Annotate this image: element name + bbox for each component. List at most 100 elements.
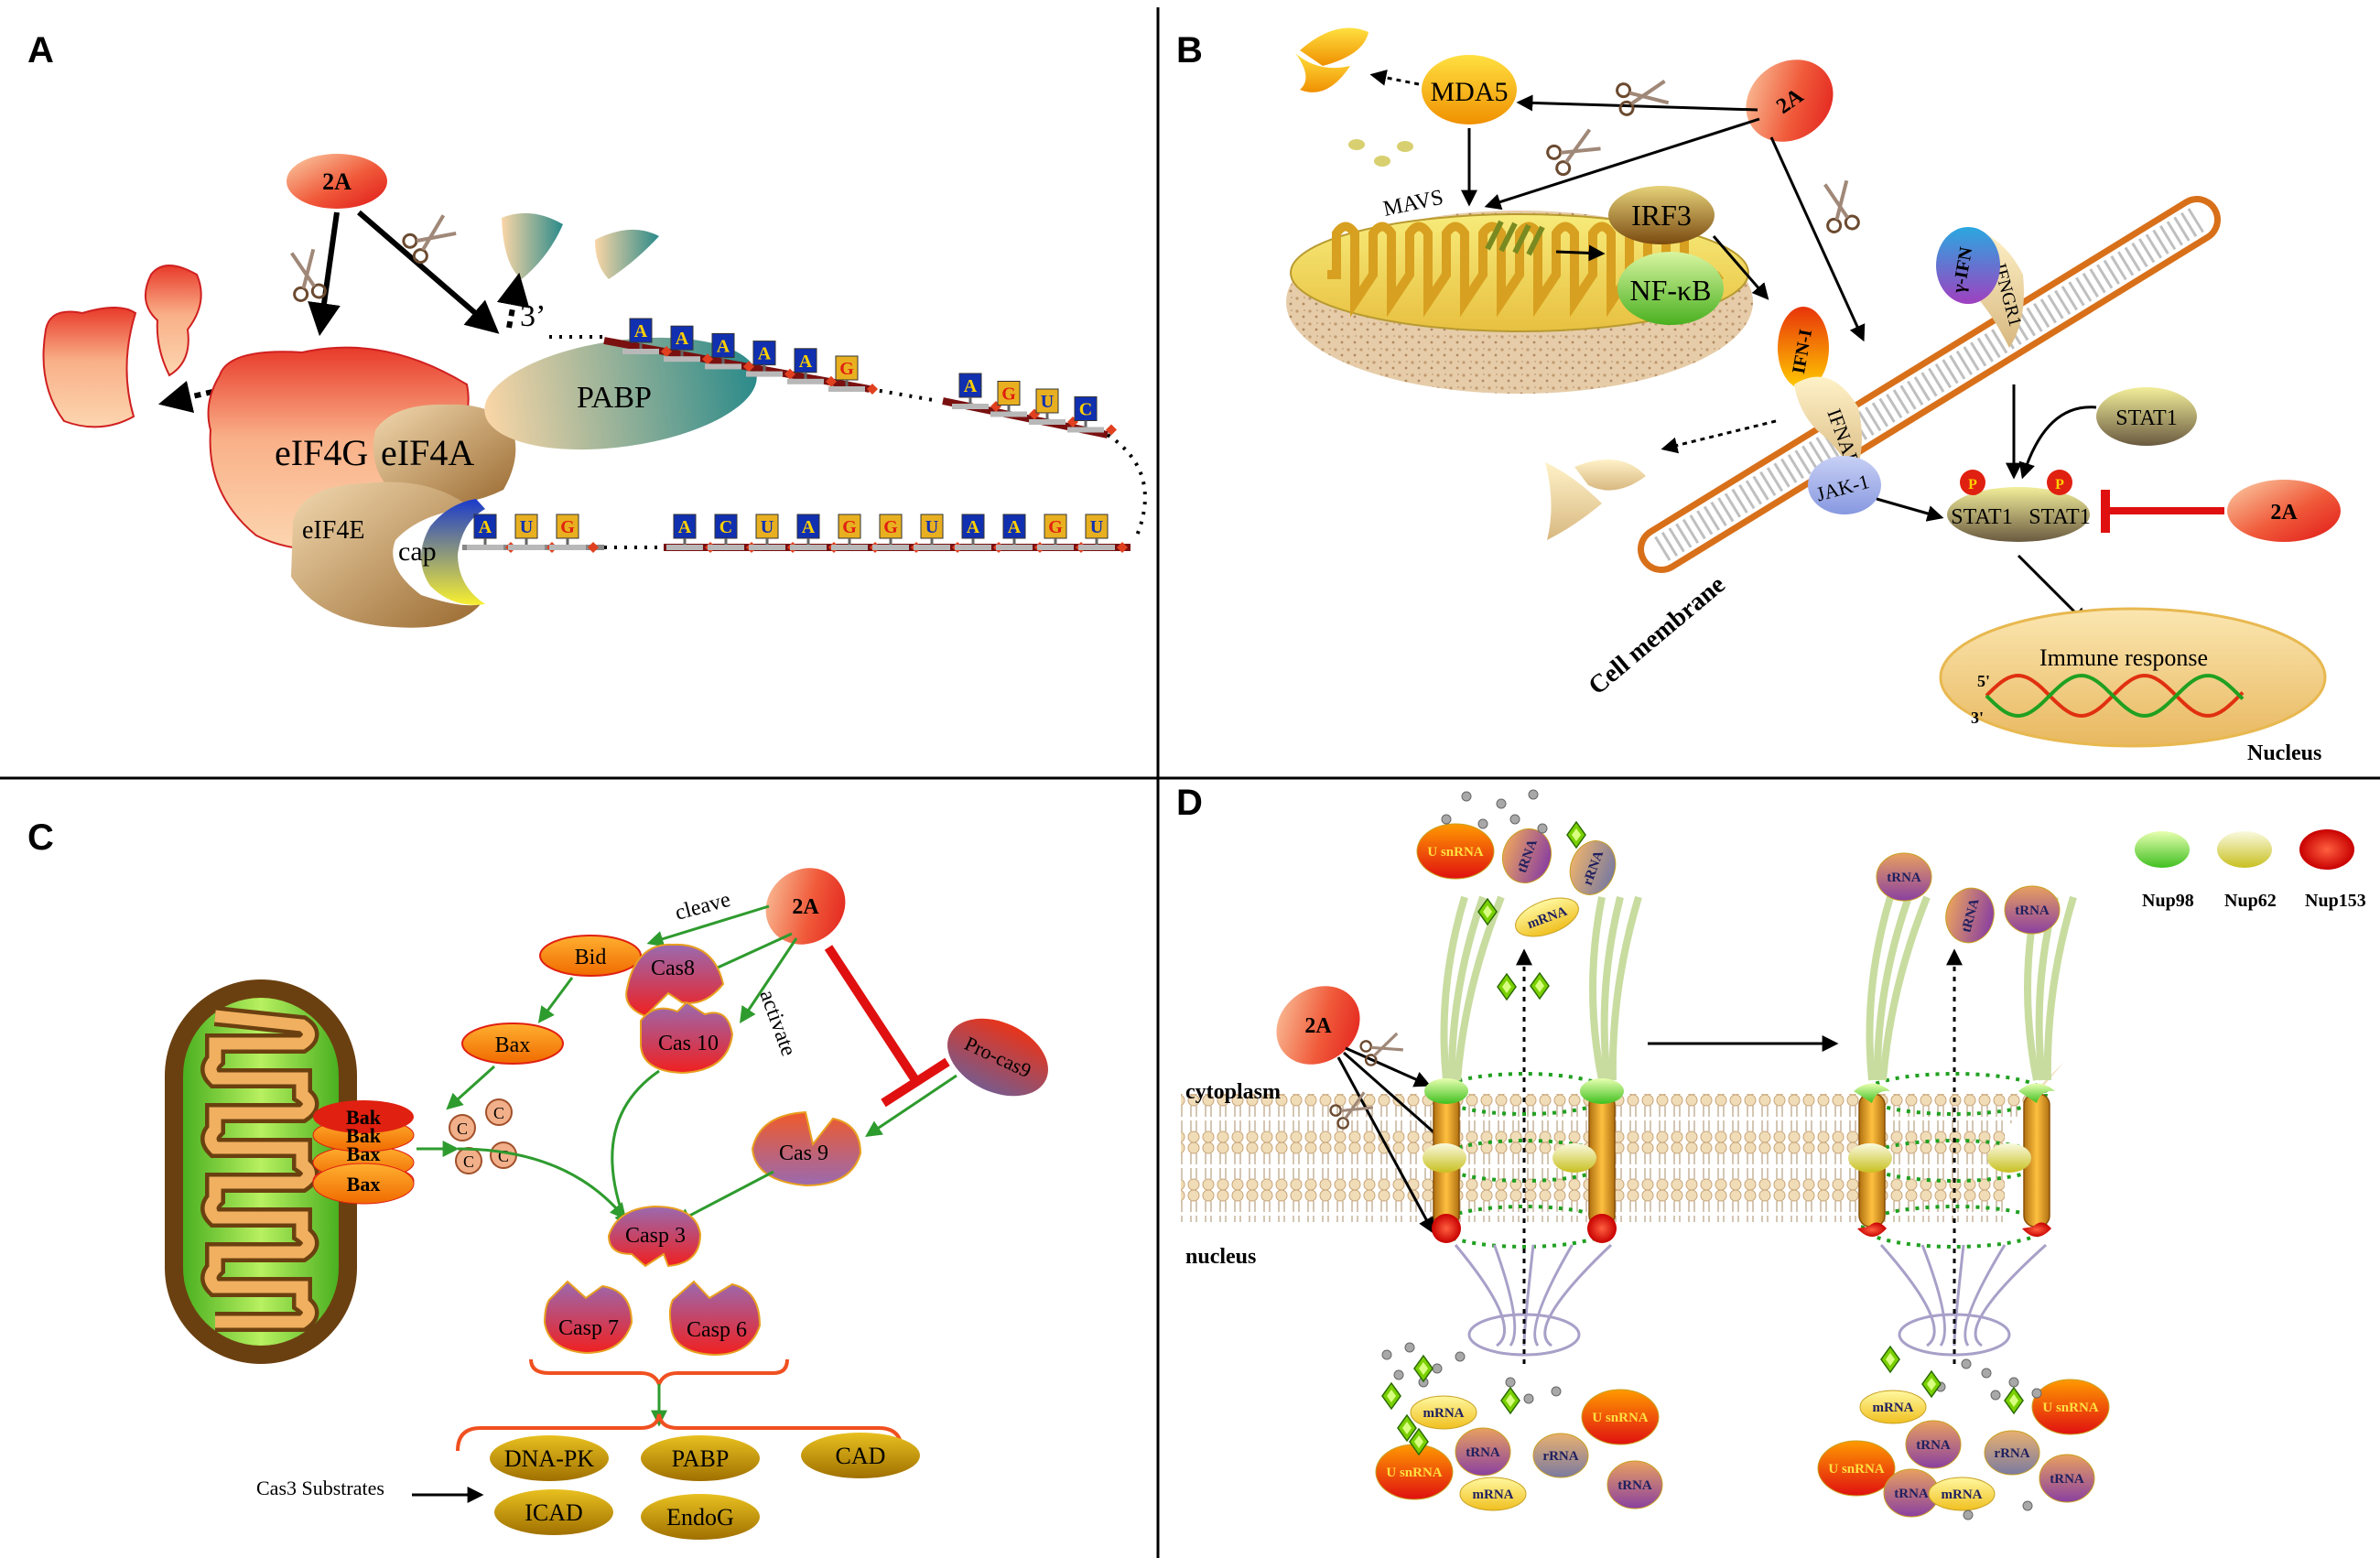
particle-dot	[1455, 1351, 1466, 1362]
codon-letter: C	[1079, 400, 1092, 420]
codon-letter: A	[1008, 517, 1022, 537]
cas9-protein	[751, 1110, 862, 1187]
codon-letter: U	[761, 517, 774, 537]
codon-letter: G	[1048, 517, 1063, 537]
rna-shape	[1876, 852, 1932, 902]
panel-b-label: B	[1176, 30, 1203, 70]
trna-label: tRNA	[1466, 1445, 1500, 1460]
nuclear-basket	[1543, 1243, 1613, 1347]
casp3-protein	[607, 1205, 702, 1268]
immune-response-label: Immune response	[2039, 644, 2208, 671]
cleaved-nup98-icon	[2018, 1083, 2055, 1103]
cytochrome-c-label: C	[498, 1147, 509, 1165]
substrate-label: DNA-PK	[504, 1445, 594, 1472]
eif4a-protein	[373, 404, 516, 504]
casp6-label: Casp 6	[687, 1318, 747, 1342]
bax-label: Bax	[495, 1033, 531, 1057]
trna-label: tRNA	[1894, 1487, 1929, 1501]
gamma-ifn-protein	[1936, 227, 2000, 304]
rna-shape	[1928, 1477, 1996, 1511]
cytochrome-c-label: C	[457, 1120, 468, 1138]
codon: A	[787, 348, 837, 387]
legend-nup153: Nup153	[2305, 891, 2366, 911]
substrate-label: EndoG	[666, 1504, 734, 1531]
transport-cargo-icon	[2004, 1387, 2024, 1414]
particle-dot	[1496, 798, 1507, 809]
casp7-label: Casp 7	[558, 1316, 619, 1340]
trna-label: tRNA	[2050, 1472, 2084, 1487]
transport-cargo-icon	[1566, 821, 1586, 849]
arrow-mavs-to-irf3	[1555, 244, 1606, 262]
codon-letter: A	[964, 376, 978, 396]
nuclear-basket	[1920, 1244, 1946, 1347]
five-prime-label: 5'	[1977, 672, 1990, 690]
rna-shape	[1459, 1477, 1527, 1511]
usnrna-molecule: U snRNA	[2031, 1379, 2110, 1435]
cleaved-nup153-icon	[2022, 1222, 2051, 1237]
codon-letter: A	[479, 517, 492, 537]
phospho-icon	[2047, 470, 2072, 495]
green-arrow	[646, 904, 770, 947]
eif4e-label: eIF4E	[302, 516, 364, 545]
transport-cargo-icon	[1921, 1370, 1942, 1398]
trna-label: tRNA	[1916, 1438, 1951, 1453]
scissors-icon	[1818, 178, 1862, 235]
cas10-protein	[640, 1001, 734, 1075]
scissors-icon	[1614, 74, 1671, 118]
particle-dot	[1990, 1390, 2001, 1401]
eif4a-label: eIF4A	[381, 432, 474, 473]
irf3-label: IRF3	[1631, 199, 1692, 232]
mitochondrion	[1286, 211, 1753, 394]
mavs-protein	[1485, 220, 1545, 256]
rna-shape	[1569, 840, 1617, 895]
mrna-cap	[421, 499, 485, 605]
codon: G	[831, 514, 881, 553]
inhibition-line	[824, 945, 920, 1083]
arrow-to-ifn1	[1712, 235, 1769, 300]
arrow-2a-to-nup153	[1336, 1056, 1434, 1235]
bax-protein	[461, 1022, 564, 1065]
cytoplasmic-filament	[2043, 895, 2077, 1081]
substrate-badge	[490, 1435, 609, 1481]
bax-protein	[312, 1163, 415, 1205]
cleaved-fragment	[1574, 460, 1646, 491]
bid-label: Bid	[575, 946, 607, 969]
rna-shape	[1859, 1390, 1927, 1424]
panel-a: A 2A eIF4G eIF4A eIF4E cap PABP 3’	[27, 30, 1147, 628]
eif4e-protein	[291, 481, 481, 628]
codon-letter: G	[883, 517, 898, 537]
particle-dot	[1963, 1509, 1974, 1520]
rrna-label: rRNA	[1994, 1446, 2029, 1461]
protease-2a-label: 2A	[1304, 1014, 1332, 1038]
nuclear-basket	[1493, 1244, 1517, 1347]
trna-molecule: tRNA	[1905, 1420, 1962, 1469]
panel-b: B MDA5 2A MAVS	[1176, 27, 2341, 765]
green-arrow	[537, 977, 574, 1023]
dna-strand	[1985, 673, 2245, 719]
nup153-icon	[1587, 1214, 1617, 1243]
legend-nup98-icon	[2135, 831, 2190, 868]
trna-molecule: tRNA	[2004, 885, 2061, 935]
cap-label: cap	[398, 536, 437, 567]
eif4g-label: eIF4G	[275, 432, 368, 473]
mrna-label: mRNA	[1873, 1401, 1914, 1415]
rna-shape	[1606, 1460, 1663, 1509]
rna-shape	[1455, 1427, 1511, 1477]
particle-dot	[1381, 1349, 1392, 1360]
nuclear-basket	[1533, 1244, 1574, 1347]
protease-2a	[2227, 480, 2341, 542]
rrna-molecule: rRNA	[1569, 840, 1617, 895]
mrna-molecule: mRNA	[1459, 1477, 1527, 1511]
codon: U	[1078, 514, 1128, 553]
nuclear-basket	[1879, 1244, 1936, 1347]
arrow-2a-to-nup98	[1345, 1046, 1432, 1087]
bax-label: Bax	[347, 1142, 381, 1165]
usnrna-label: U snRNA	[1592, 1411, 1648, 1425]
green-arrow	[611, 1069, 660, 1230]
nuclear-basket	[1454, 1244, 1506, 1347]
substrates-label: Cas3 Substrates	[256, 1477, 384, 1499]
trna-label: tRNA	[1887, 871, 1921, 885]
